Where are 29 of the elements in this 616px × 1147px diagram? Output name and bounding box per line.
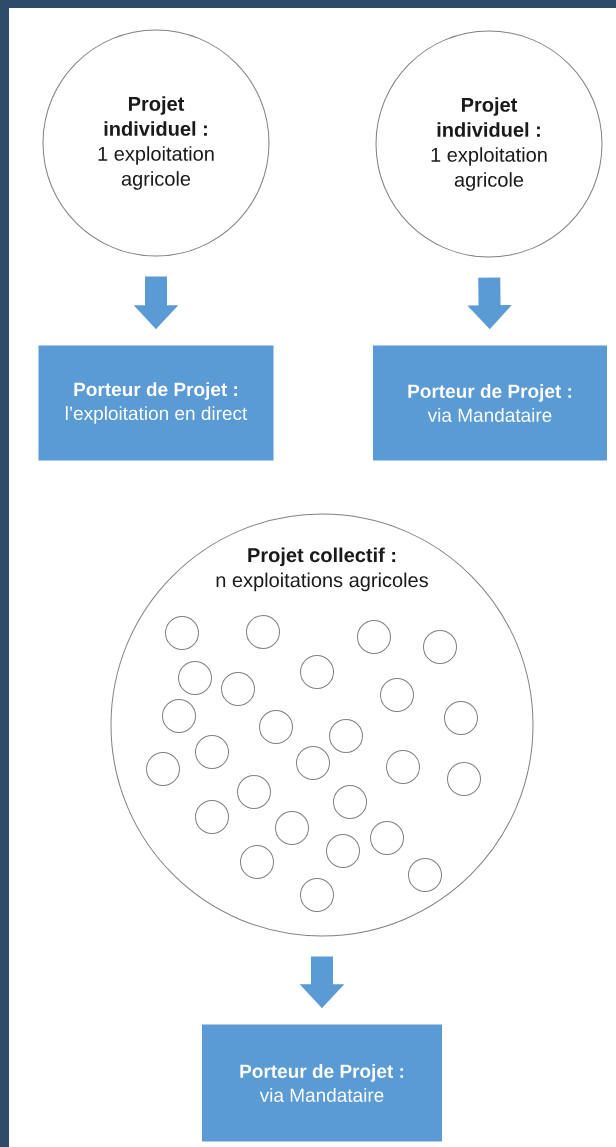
- farm-circle: [357, 620, 391, 654]
- farm-circle: [165, 616, 199, 650]
- farm-circle: [329, 719, 363, 753]
- farm-circle: [300, 878, 334, 912]
- holder-box: Porteur de Projet : via Mandataire: [202, 1024, 442, 1142]
- holder-box: Porteur de Projet : via Mandataire: [373, 345, 607, 461]
- farm-circle: [408, 858, 442, 892]
- farm-circle: [221, 672, 255, 706]
- farm-circle: [195, 800, 229, 834]
- farm-circle: [296, 746, 330, 780]
- farm-circle: [246, 615, 280, 649]
- farm-circle: [178, 661, 212, 695]
- farm-circle: [447, 762, 481, 796]
- farm-circle: [240, 845, 274, 879]
- farm-circle: [195, 735, 229, 769]
- farm-circle: [423, 630, 457, 664]
- farm-circle: [162, 699, 196, 733]
- farm-circle: [326, 834, 360, 868]
- farm-circle: [370, 821, 404, 855]
- farm-circle: [333, 785, 367, 819]
- holder-box: Porteur de Projet : l’exploitation en direct: [38, 345, 274, 461]
- farm-circle: [275, 811, 309, 845]
- farm-circle: [237, 775, 271, 809]
- farm-circle: [386, 750, 420, 784]
- farm-circle: [300, 655, 334, 689]
- farm-circle: [444, 701, 478, 735]
- farm-circle: [259, 710, 293, 744]
- farm-circle: [146, 752, 180, 786]
- farm-circle: [380, 678, 414, 712]
